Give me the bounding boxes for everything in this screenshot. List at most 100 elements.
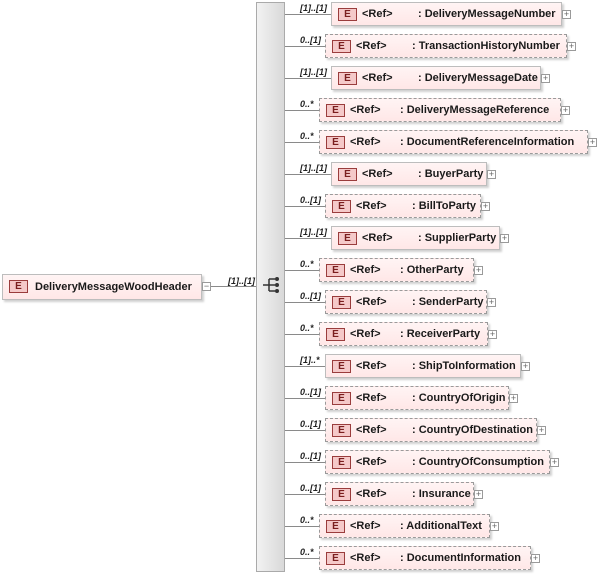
expand-toggle[interactable]: + xyxy=(567,41,576,51)
expand-toggle[interactable]: + xyxy=(588,137,597,147)
element-badge: E xyxy=(332,40,351,53)
child-connector-line xyxy=(285,14,331,15)
child-cardinality: 0..[1] xyxy=(300,451,322,461)
ref-label: <Ref> xyxy=(350,104,381,116)
child-cardinality: 0..* xyxy=(300,515,314,525)
child-element-name: : CountryOfConsumption xyxy=(412,456,544,468)
element-badge: E xyxy=(338,72,357,85)
child-element-box[interactable]: E<Ref>: DeliveryMessageNumber xyxy=(331,2,562,26)
child-element-box[interactable]: E<Ref>: SenderParty xyxy=(325,290,487,314)
child-element-box[interactable]: E<Ref>: ShipToInformation xyxy=(325,354,521,378)
expand-toggle[interactable]: + xyxy=(509,393,518,403)
child-element-box[interactable]: E<Ref>: DocumentInformation xyxy=(319,546,531,570)
element-badge: E xyxy=(9,280,28,293)
ref-label: <Ref> xyxy=(350,136,381,148)
element-badge: E xyxy=(332,488,351,501)
child-element-box[interactable]: E<Ref>: CountryOfDestination xyxy=(325,418,537,442)
expand-toggle[interactable]: + xyxy=(474,265,483,275)
child-connector-line xyxy=(285,238,331,239)
child-element-name: : Insurance xyxy=(412,488,471,500)
expand-toggle[interactable]: + xyxy=(550,457,559,467)
element-badge: E xyxy=(338,168,357,181)
child-cardinality: 0..[1] xyxy=(300,419,322,429)
child-element-box[interactable]: E<Ref>: DeliveryMessageReference xyxy=(319,98,561,122)
element-badge: E xyxy=(332,456,351,469)
child-connector-line xyxy=(285,366,325,367)
root-cardinality: [1]..[1] xyxy=(228,276,255,286)
expand-toggle[interactable]: + xyxy=(531,553,540,563)
child-connector-line xyxy=(285,46,325,47)
expand-toggle[interactable]: + xyxy=(561,105,570,115)
root-element-box[interactable]: E DeliveryMessageWoodHeader xyxy=(2,274,202,300)
child-element-box[interactable]: E <Ref> : DeliveryMessageDate xyxy=(331,66,541,90)
root-connector-line xyxy=(211,286,256,287)
expand-toggle[interactable]: + xyxy=(490,521,499,531)
child-cardinality: [1]..[1] xyxy=(300,3,327,13)
child-cardinality: [1]..[1] xyxy=(300,227,327,237)
child-element-name: : DeliveryMessageDate xyxy=(418,72,538,84)
child-cardinality: 0..[1] xyxy=(300,195,322,205)
collapse-toggle[interactable]: − xyxy=(202,281,211,291)
child-element-box[interactable]: E<Ref>: TransactionHistoryNumber xyxy=(325,34,567,58)
ref-label: <Ref> xyxy=(356,488,387,500)
ref-label: <Ref> xyxy=(350,264,381,276)
child-element-name: : SenderParty xyxy=(412,296,484,308)
child-element-box[interactable]: E<Ref>: SupplierParty xyxy=(331,226,500,250)
child-element-name: : CountryOfDestination xyxy=(412,424,533,436)
element-badge: E xyxy=(326,136,345,149)
child-element-name: : DocumentInformation xyxy=(400,552,521,564)
child-cardinality: 0..[1] xyxy=(300,35,322,45)
ref-label: <Ref> xyxy=(356,360,387,372)
child-connector-line xyxy=(285,206,325,207)
element-badge: E xyxy=(332,296,351,309)
child-cardinality: [1]..[1] xyxy=(300,163,327,173)
child-element-box[interactable]: E<Ref>: AdditionalText xyxy=(319,514,490,538)
ref-label: <Ref> xyxy=(362,8,393,20)
child-element-box[interactable]: E<Ref>: ReceiverParty xyxy=(319,322,488,346)
expand-toggle[interactable]: + xyxy=(541,73,550,83)
child-connector-line xyxy=(285,302,325,303)
child-element-box[interactable]: E<Ref>: OtherParty xyxy=(319,258,474,282)
expand-toggle[interactable]: + xyxy=(488,329,497,339)
child-element-name: : DeliveryMessageReference xyxy=(400,104,550,116)
ref-label: <Ref> xyxy=(350,520,381,532)
element-badge: E xyxy=(338,232,357,245)
expand-toggle[interactable]: + xyxy=(487,297,496,307)
ref-label: <Ref> xyxy=(356,392,387,404)
child-cardinality: 0..[1] xyxy=(300,387,322,397)
element-badge: E xyxy=(326,552,345,565)
child-connector-line xyxy=(285,142,319,143)
expand-toggle[interactable]: + xyxy=(537,425,546,435)
element-badge: E xyxy=(326,328,345,341)
child-element-box[interactable]: E<Ref>: CountryOfOrigin xyxy=(325,386,509,410)
ref-label: <Ref> xyxy=(362,72,393,84)
child-connector-line xyxy=(285,430,325,431)
child-connector-line xyxy=(285,526,319,527)
child-cardinality: 0..* xyxy=(300,259,314,269)
ref-label: <Ref> xyxy=(362,168,393,180)
expand-toggle[interactable]: + xyxy=(487,169,496,179)
child-element-name: : OtherParty xyxy=(400,264,464,276)
expand-toggle[interactable]: + xyxy=(474,489,483,499)
child-cardinality: 0..* xyxy=(300,131,314,141)
child-element-name: : BuyerParty xyxy=(418,168,484,180)
child-cardinality: 0..* xyxy=(300,547,314,557)
child-element-name: : DeliveryMessageNumber xyxy=(418,8,556,20)
child-element-box[interactable]: E<Ref>: CountryOfConsumption xyxy=(325,450,550,474)
child-element-box[interactable]: E <Ref> : Insurance xyxy=(325,482,474,506)
child-connector-line xyxy=(285,270,319,271)
root-element-name: DeliveryMessageWoodHeader xyxy=(35,281,192,293)
child-element-box[interactable]: E<Ref>: BillToParty xyxy=(325,194,481,218)
element-badge: E xyxy=(332,360,351,373)
child-cardinality: 0..* xyxy=(300,323,314,333)
sequence-compositor-icon[interactable] xyxy=(262,277,280,293)
child-element-box[interactable]: E<Ref>: DocumentReferenceInformation xyxy=(319,130,588,154)
ref-label: <Ref> xyxy=(362,232,393,244)
expand-toggle[interactable]: + xyxy=(562,9,571,19)
child-element-box[interactable]: E <Ref> : BuyerParty xyxy=(331,162,487,186)
expand-toggle[interactable]: + xyxy=(500,233,509,243)
expand-toggle[interactable]: + xyxy=(521,361,530,371)
expand-toggle[interactable]: + xyxy=(481,201,490,211)
child-cardinality: 0..[1] xyxy=(300,291,322,301)
